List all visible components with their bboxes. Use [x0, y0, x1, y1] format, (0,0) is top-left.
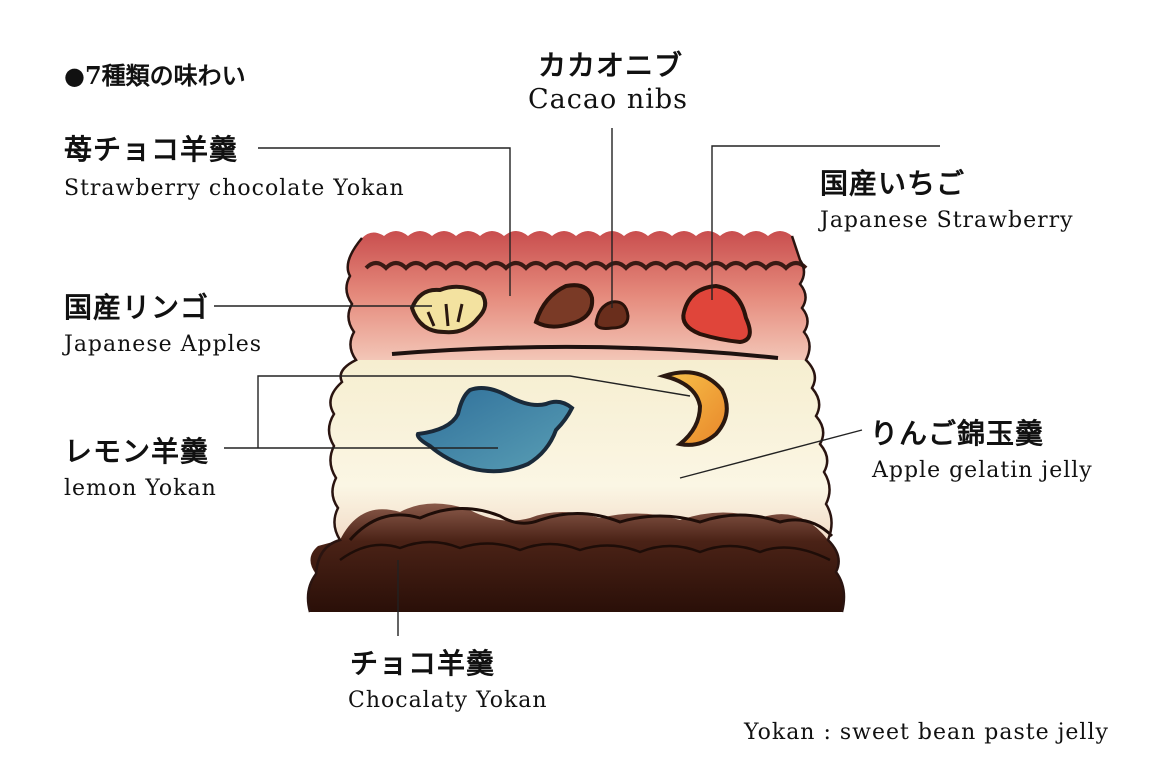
label-strawchoco-jp: 苺チョコ羊羹 [64, 133, 239, 166]
chocolate-wave-1 [348, 507, 834, 541]
page-title: ●7種類の味わい [64, 61, 246, 90]
cacao-nib-piece-icon [594, 300, 630, 330]
leader-applejelly [679, 429, 863, 479]
divider-line [391, 344, 779, 360]
label-jpstraw-en: Japanese Strawberry [820, 208, 1074, 233]
label-lemon-en: lemon Yokan [64, 476, 217, 501]
label-strawchoco-en: Strawberry chocolate Yokan [64, 176, 405, 201]
label-applejelly-jp: りんご錦玉羹 [870, 417, 1045, 450]
label-choco-en: Chocalaty Yokan [348, 688, 548, 713]
footnote: Yokan : sweet bean paste jelly [744, 720, 1109, 745]
label-lemon-jp: レモン羊羹 [64, 435, 210, 468]
apple-jelly-crescent-icon [656, 370, 729, 447]
label-choco-jp: チョコ羊羹 [350, 647, 496, 680]
leader-jpstraw [711, 145, 940, 300]
label-cacao-en: Cacao nibs [528, 84, 688, 115]
chocolate-layer [308, 503, 844, 612]
leader-lemon [224, 375, 691, 449]
block-outline [306, 235, 846, 613]
chocolate-wave-2 [339, 540, 831, 562]
label-apples-en: Japanese Apples [64, 332, 263, 357]
label-applejelly-en: Apple gelatin jelly [872, 458, 1093, 483]
leader-lines [214, 128, 940, 636]
leader-strawchoco [258, 147, 511, 296]
top-scallop-line [364, 261, 808, 271]
cacao-large-piece-icon [533, 283, 595, 329]
apple-piece-icon [409, 284, 488, 335]
lemon-piece-icon [415, 386, 575, 474]
label-cacao-jp: カカオニブ [538, 49, 684, 82]
label-apples-jp: 国産リンゴ [64, 291, 210, 324]
label-jpstraw-jp: 国産いちご [820, 167, 966, 200]
